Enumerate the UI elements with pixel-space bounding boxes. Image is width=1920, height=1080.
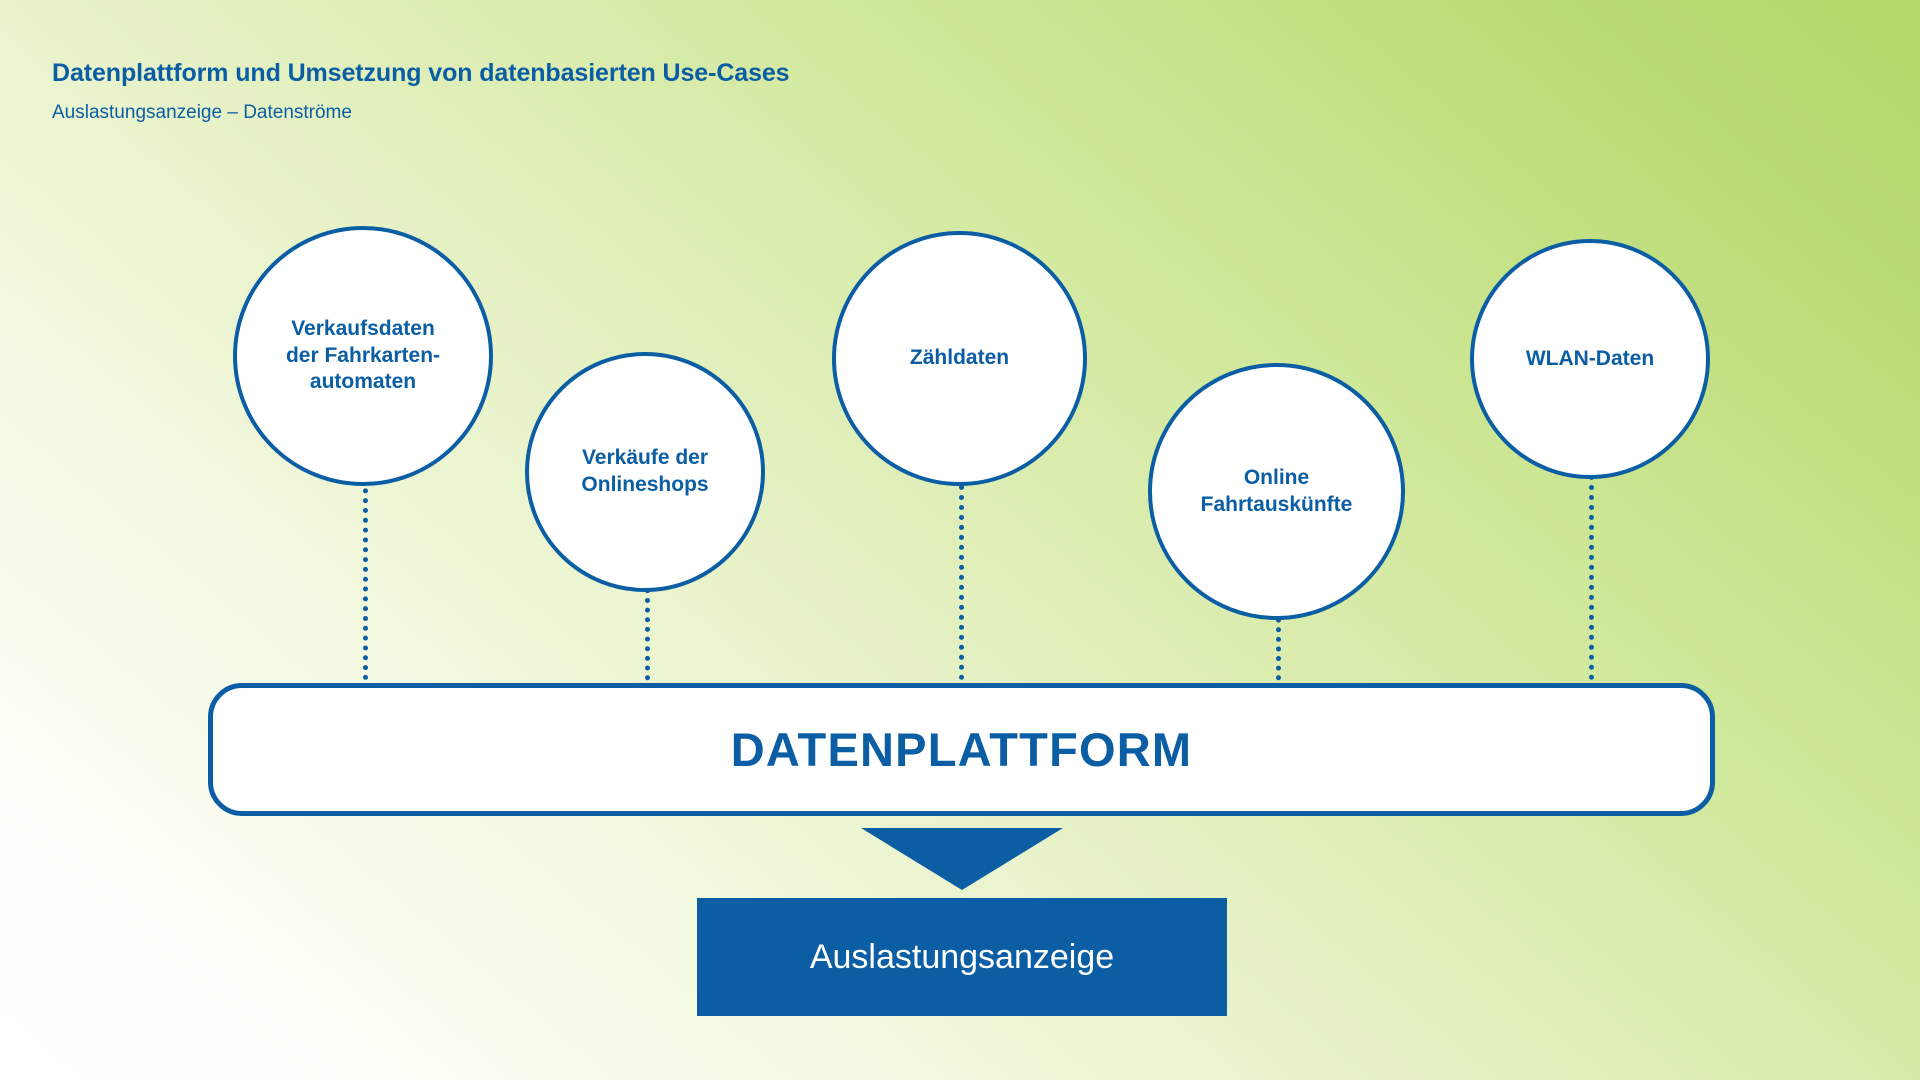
source-circle-verkaufsdaten-fahrkartenautomaten[interactable]: Verkaufsdaten der Fahrkarten- automaten [233, 226, 493, 486]
source-circle-zaehldaten[interactable]: Zähldaten [832, 231, 1087, 486]
source-circle-verkaeufe-onlineshops[interactable]: Verkäufe der Onlineshops [525, 352, 765, 592]
datenplattform-label: DATENPLATTFORM [730, 723, 1193, 776]
connector-line-verkaufsdaten-fahrkartenautomaten [363, 400, 368, 690]
source-circle-label: Online Fahrtauskünfte [1200, 465, 1353, 516]
down-arrow-icon [861, 828, 1063, 890]
source-circle-label: Zähldaten [909, 346, 1010, 370]
slide-header: Datenplattform und Umsetzung von datenba… [52, 58, 1452, 125]
auslastungsanzeige-label: Auslastungsanzeige [809, 937, 1115, 976]
source-circle-label: Verkäufe der Onlineshops [581, 446, 709, 496]
source-circle-label: Verkaufsdaten der Fahrkarten- automaten [285, 316, 441, 394]
auslastungsanzeige-box[interactable]: Auslastungsanzeige [697, 898, 1227, 1016]
source-circle-label: WLAN-Daten [1525, 346, 1655, 370]
connector-line-online-fahrtauskuenfte [1276, 560, 1281, 690]
connector-line-wlan-daten [1589, 445, 1594, 690]
connector-line-zaehldaten [959, 455, 964, 690]
source-circle-online-fahrtauskuenfte[interactable]: Online Fahrtauskünfte [1148, 363, 1405, 620]
connector-line-verkaeufe-onlineshops [645, 540, 650, 690]
page-title: Datenplattform und Umsetzung von datenba… [52, 59, 790, 87]
source-circle-wlan-daten[interactable]: WLAN-Daten [1470, 239, 1710, 479]
page-subtitle: Auslastungsanzeige – Datenströme [52, 102, 352, 123]
datenplattform-bar[interactable]: DATENPLATTFORM [208, 683, 1715, 816]
